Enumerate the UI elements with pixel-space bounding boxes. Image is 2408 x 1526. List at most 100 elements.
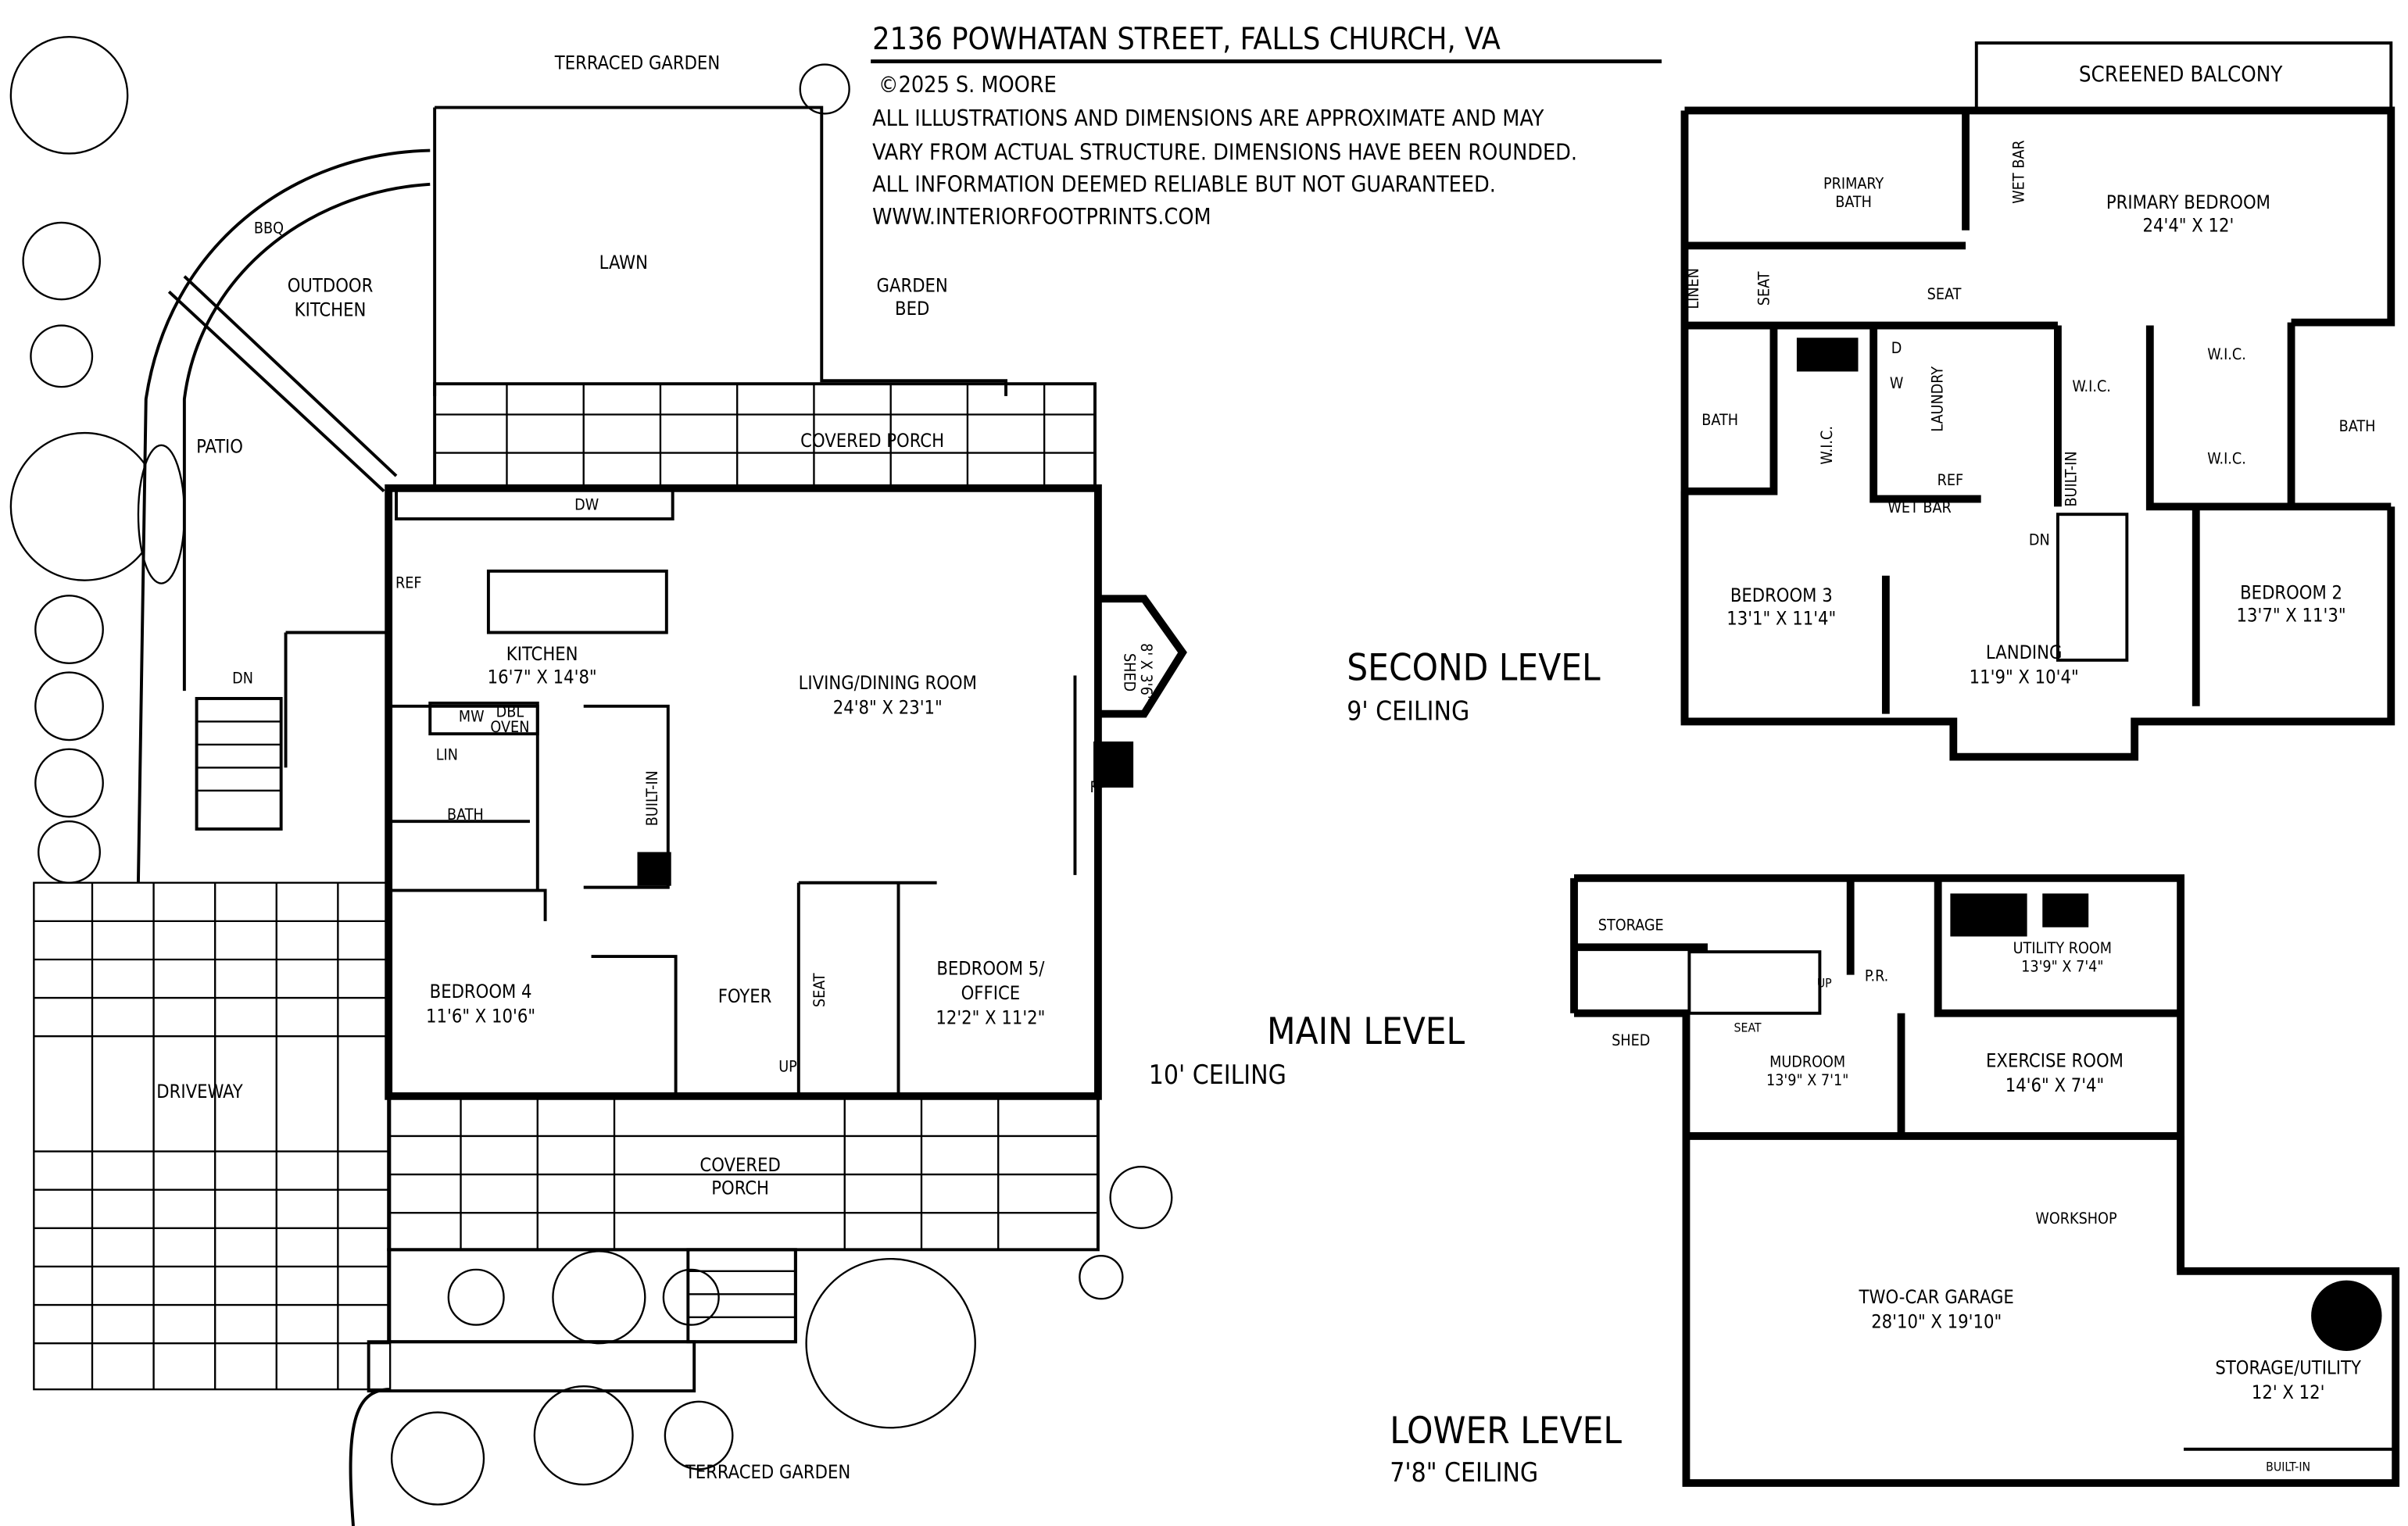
label-wic: W.I.C.: [2072, 377, 2111, 395]
label-covered-porch-front: COVERED: [700, 1154, 780, 1176]
svg-text:11'6" X 10'6": 11'6" X 10'6": [426, 1006, 535, 1027]
svg-text:OFFICE: OFFICE: [961, 982, 1021, 1004]
svg-text:24'4" X 12': 24'4" X 12': [2143, 215, 2234, 237]
label-covered-porch-rear: COVERED PORCH: [800, 430, 944, 452]
lawn-border: [433, 105, 1008, 396]
website: WWW.INTERIORFOOTPRINTS.COM: [872, 204, 1211, 230]
second-level: SCREENED BALCONY PRIMARY BATH PRIMARY BE…: [1347, 41, 2395, 761]
label-dn-2: DN: [2029, 531, 2050, 549]
label-mw: MW: [459, 707, 485, 725]
second-level-ceiling: 9' CEILING: [1347, 695, 1469, 726]
main-level-ceiling: 10' CEILING: [1149, 1060, 1286, 1090]
label-garden-bed: GARDEN: [877, 274, 948, 296]
svg-text:16'7" X 14'8": 16'7" X 14'8": [488, 666, 597, 688]
svg-text:24'8" X 23'1": 24'8" X 23'1": [833, 697, 943, 719]
label-dryer: D: [1891, 339, 1902, 357]
svg-text:28'10" X 19'10": 28'10" X 19'10": [1871, 1311, 2002, 1333]
svg-text:11'9" X 10'4": 11'9" X 10'4": [1970, 666, 2079, 688]
svg-text:8' X 3'6": 8' X 3'6": [1137, 643, 1155, 702]
main-level-title: MAIN LEVEL: [1267, 1010, 1465, 1053]
label-foyer: FOYER: [718, 985, 772, 1007]
label-shed: SHED: [1120, 653, 1138, 692]
patio-edge: [136, 148, 431, 883]
lower-level: STORAGE SHED P.R. UTILITY ROOM 13'9" X 7…: [1390, 874, 2400, 1488]
label-wet-bar: WET BAR: [1887, 499, 1951, 516]
label-landing: LANDING: [1986, 641, 2063, 663]
disclaimer-line-1: ALL ILLUSTRATIONS AND DIMENSIONS ARE APP…: [872, 105, 1544, 131]
lower-level-title: LOWER LEVEL: [1390, 1410, 1622, 1453]
svg-text:13'9" X 7'1": 13'9" X 7'1": [1766, 1071, 1848, 1089]
label-shed-lower: SHED: [1612, 1031, 1650, 1049]
water-heater: [2311, 1280, 2382, 1352]
label-wet-bar-2: WET BAR: [2010, 140, 2028, 203]
label-outdoor-kitchen: OUTDOOR: [288, 274, 374, 296]
label-wic: W.I.C.: [2207, 345, 2246, 363]
svg-text:12' X 12': 12' X 12': [2252, 1381, 2325, 1403]
stairs-lower: [1687, 950, 1822, 1015]
label-seat: SEAT: [1755, 271, 1773, 306]
svg-text:13'7" X 11'3": 13'7" X 11'3": [2237, 605, 2346, 627]
label-dw: DW: [574, 495, 599, 513]
label-built-in-lower: BUILT-IN: [2266, 1459, 2310, 1474]
label-primary-bath: PRIMARY: [1823, 175, 1884, 193]
label-built-in: BUILT-IN: [643, 770, 661, 826]
label-bedroom-5: BEDROOM 5/: [936, 958, 1045, 980]
stairs-second: [2056, 513, 2129, 662]
svg-text:KITCHEN: KITCHEN: [295, 299, 367, 321]
label-terraced-garden-top: TERRACED GARDEN: [554, 52, 720, 73]
fireplace: [1093, 741, 1134, 788]
label-lawn: LAWN: [599, 252, 648, 273]
header: 2136 POWHATAN STREET, FALLS CHURCH, VA ©…: [871, 22, 1662, 230]
front-steps: [686, 1248, 797, 1344]
label-living-dining: LIVING/DINING ROOM: [799, 672, 977, 694]
label-kitchen: KITCHEN: [506, 643, 578, 665]
label-primary-bedroom: PRIMARY BEDROOM: [2106, 191, 2270, 213]
label-dbl-oven: DBL: [496, 703, 524, 721]
exterior-stairs: [195, 697, 283, 831]
label-bath-left: BATH: [1701, 411, 1738, 429]
label-dn: DN: [232, 669, 253, 687]
svg-text:OVEN: OVEN: [490, 718, 529, 736]
label-screened-balcony: SCREENED BALCONY: [2079, 62, 2283, 87]
label-terraced-garden-bottom: TERRACED GARDEN: [685, 1461, 850, 1483]
label-ref-2: REF: [1937, 471, 1964, 489]
shed: [1097, 595, 1187, 718]
label-mudroom: MUDROOM: [1769, 1053, 1845, 1071]
trees: [9, 35, 1173, 1506]
disclaimer-line-3: ALL INFORMATION DEEMED RELIABLE BUT NOT …: [872, 172, 1496, 198]
label-patio: PATIO: [196, 436, 243, 458]
label-seat: SEAT: [810, 973, 828, 1007]
label-bath: BATH: [447, 806, 484, 824]
label-exercise-room: EXERCISE ROOM: [1986, 1050, 2124, 1072]
copyright: ©2025 S. MOORE: [878, 72, 1057, 98]
label-up: UP: [778, 1057, 797, 1075]
lower-level-ceiling: 7'8" CEILING: [1390, 1457, 1538, 1488]
label-bbq: BBQ: [254, 220, 284, 238]
svg-text:BATH: BATH: [1835, 193, 1872, 211]
label-seat-2: SEAT: [1927, 285, 1962, 303]
label-bedroom-4: BEDROOM 4: [430, 981, 532, 1002]
label-bedroom-3: BEDROOM 3: [1730, 584, 1833, 606]
label-ref: REF: [395, 574, 422, 592]
svg-text:13'1" X 11'4": 13'1" X 11'4": [1726, 608, 1836, 630]
label-seat-lower: SEAT: [1734, 1020, 1762, 1035]
kitchen-island: [486, 569, 668, 634]
label-laundry: LAUNDRY: [1929, 366, 1947, 432]
label-lin: LIN: [436, 746, 458, 764]
second-level-title: SECOND LEVEL: [1347, 646, 1601, 689]
svg-text:PORCH: PORCH: [711, 1178, 769, 1199]
svg-text:BED: BED: [895, 298, 929, 320]
address-title: 2136 POWHATAN STREET, FALLS CHURCH, VA: [872, 22, 1501, 57]
label-wic: W.I.C.: [2207, 449, 2246, 467]
label-bath-right: BATH: [2339, 417, 2376, 435]
label-utility-room: UTILITY ROOM: [2013, 939, 2112, 957]
driveway-paving: [33, 881, 392, 1526]
label-linen: LINEN: [1684, 268, 1702, 309]
label-fp: FP: [1090, 778, 1107, 796]
second-level-walls: [1680, 106, 2395, 761]
label-powder-room: P.R.: [1865, 967, 1888, 985]
label-storage: STORAGE: [1598, 917, 1664, 935]
label-driveway: DRIVEWAY: [156, 1081, 244, 1103]
label-wic: W.I.C.: [1818, 426, 1836, 465]
